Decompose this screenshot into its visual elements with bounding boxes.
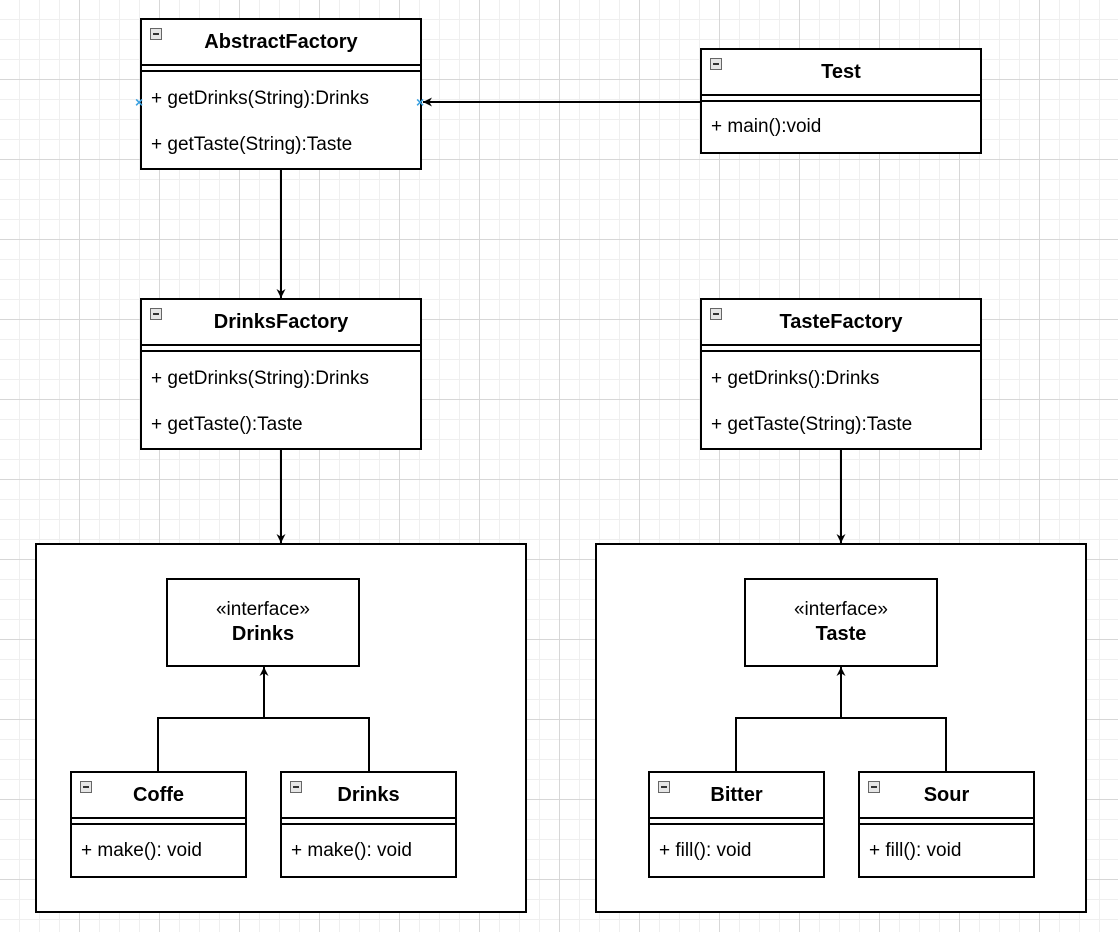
class-name: Coffe	[132, 784, 185, 806]
class-method[interactable]: + make(): void	[291, 840, 412, 861]
connection-point-icon[interactable]: ×	[416, 94, 425, 110]
interface-drinks[interactable]: «interface» Drinks	[166, 578, 360, 667]
class-method[interactable]: + fill(): void	[869, 840, 962, 861]
attribute-divider	[142, 66, 420, 72]
class-header: DrinksFactory	[142, 300, 420, 346]
attribute-divider	[142, 346, 420, 352]
edge-coffe-to-drinks-interface[interactable]	[157, 667, 269, 771]
collapse-icon[interactable]	[80, 781, 92, 793]
collapse-icon[interactable]	[710, 58, 722, 70]
class-test[interactable]: Test + main():void	[700, 48, 982, 154]
class-name: Bitter	[710, 784, 763, 806]
class-name: Drinks	[337, 784, 400, 806]
class-bitter[interactable]: Bitter + fill(): void	[648, 771, 825, 878]
class-name: AbstractFactory	[204, 31, 358, 53]
class-coffe[interactable]: Coffe + make(): void	[70, 771, 247, 878]
connection-point-icon[interactable]: ×	[135, 94, 144, 110]
class-method[interactable]: + main():void	[711, 116, 822, 137]
class-drinks[interactable]: Drinks + make(): void	[280, 771, 457, 878]
interface-name: Drinks	[231, 623, 295, 645]
class-header: AbstractFactory	[142, 20, 420, 66]
interface-stereotype: «interface»	[793, 599, 888, 620]
class-header: TasteFactory	[702, 300, 980, 346]
class-method[interactable]: + getDrinks(String):Drinks	[151, 88, 370, 109]
class-name: Test	[821, 61, 861, 83]
interface-name: Taste	[815, 623, 867, 645]
interface-stereotype: «interface»	[215, 599, 310, 620]
class-name: DrinksFactory	[213, 311, 349, 333]
attribute-divider	[72, 819, 245, 825]
class-method[interactable]: + getDrinks():Drinks	[711, 368, 880, 389]
class-tastefactory[interactable]: TasteFactory + getDrinks():Drinks + getT…	[700, 298, 982, 450]
class-drinksfactory[interactable]: DrinksFactory + getDrinks(String):Drinks…	[140, 298, 422, 450]
attribute-divider	[650, 819, 823, 825]
collapse-icon[interactable]	[150, 28, 162, 40]
class-method[interactable]: + getDrinks(String):Drinks	[151, 368, 370, 389]
collapse-icon[interactable]	[658, 781, 670, 793]
class-name: Sour	[923, 784, 970, 806]
class-header: Bitter	[650, 773, 823, 819]
class-method[interactable]: + getTaste(String):Taste	[151, 134, 353, 155]
collapse-icon[interactable]	[150, 308, 162, 320]
class-header: Sour	[860, 773, 1033, 819]
attribute-divider	[702, 96, 980, 102]
edge-sour-to-taste-interface[interactable]	[841, 717, 947, 771]
class-method[interactable]: + getTaste(String):Taste	[711, 414, 913, 435]
class-method[interactable]: + fill(): void	[659, 840, 752, 861]
class-abstractfactory[interactable]: AbstractFactory + getDrinks(String):Drin…	[140, 18, 422, 170]
class-method[interactable]: + getTaste():Taste	[151, 414, 303, 435]
collapse-icon[interactable]	[868, 781, 880, 793]
class-header: Coffe	[72, 773, 245, 819]
attribute-divider	[702, 346, 980, 352]
attribute-divider	[282, 819, 455, 825]
collapse-icon[interactable]	[710, 308, 722, 320]
attribute-divider	[860, 819, 1033, 825]
edge-bitter-to-taste-interface[interactable]	[735, 667, 846, 771]
class-sour[interactable]: Sour + fill(): void	[858, 771, 1035, 878]
class-method[interactable]: + make(): void	[81, 840, 202, 861]
class-header: Drinks	[282, 773, 455, 819]
class-header: Test	[702, 50, 980, 96]
class-name: TasteFactory	[779, 311, 903, 333]
edge-drinks-to-drinks-interface[interactable]	[264, 717, 370, 771]
interface-taste[interactable]: «interface» Taste	[744, 578, 938, 667]
collapse-icon[interactable]	[290, 781, 302, 793]
